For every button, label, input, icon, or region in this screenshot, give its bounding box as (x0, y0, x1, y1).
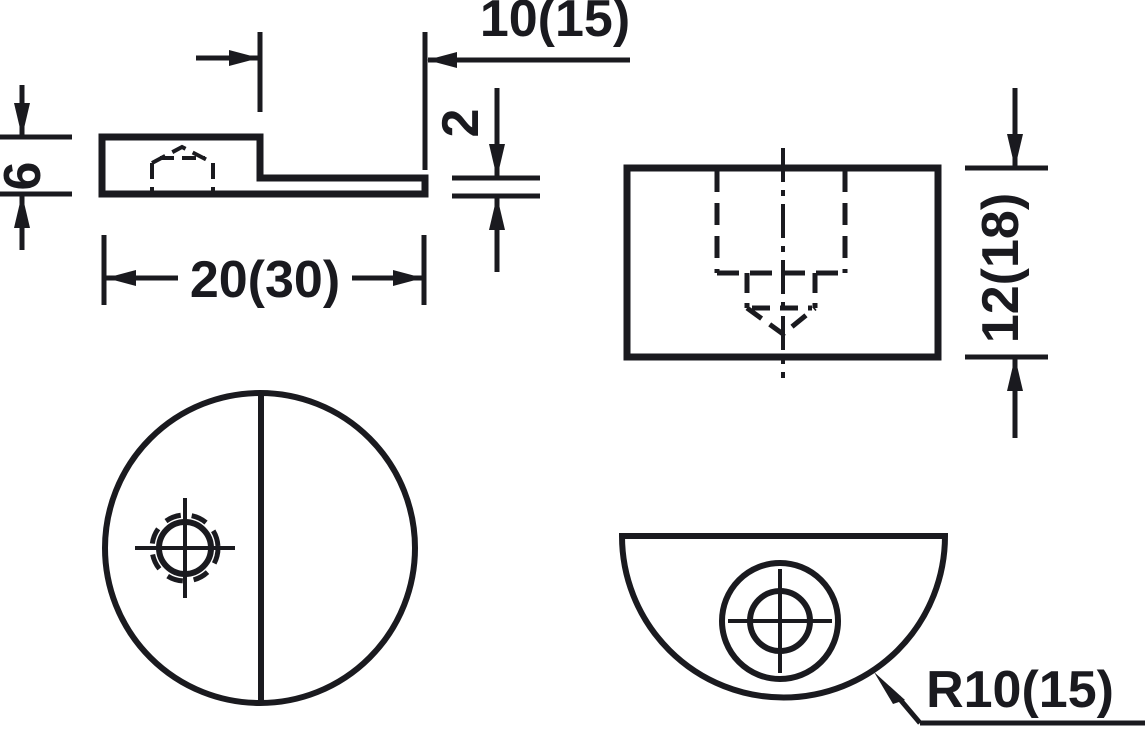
front-elevation-view (623, 148, 942, 378)
dim-r10-label: R10(15) (926, 661, 1114, 719)
semicircle-hole-outer (719, 560, 841, 682)
side-elevation-view (98, 133, 429, 198)
front-hidden-bore (714, 170, 848, 338)
dim-r10-leader (896, 695, 922, 725)
dim-10-label: 10(15) (480, 0, 630, 48)
dim-2-label: 2 (432, 109, 490, 138)
dim-width-20-30: 20(30) (101, 235, 427, 309)
plan-circle-view (102, 390, 418, 706)
dim-length-10-15: 10(15) (422, 0, 630, 170)
semicircle-view (618, 533, 949, 701)
dim-r10-arrowhead (874, 672, 905, 704)
dim-height-12-18: 12(18) (965, 88, 1048, 438)
dim-20-label: 20(30) (190, 251, 340, 309)
dim-12-label: 12(18) (972, 193, 1030, 343)
dim-thickness-2: 2 (432, 88, 540, 272)
side-profile-outline (98, 133, 429, 198)
semicircle-outline (618, 533, 949, 701)
dim-height-6: 6 (0, 85, 72, 250)
dim-6-label: 6 (0, 162, 52, 191)
side-hidden-boss (150, 144, 215, 194)
dim-radius-r10-15: R10(15) (874, 661, 1145, 726)
dim-step-marker (196, 32, 263, 112)
